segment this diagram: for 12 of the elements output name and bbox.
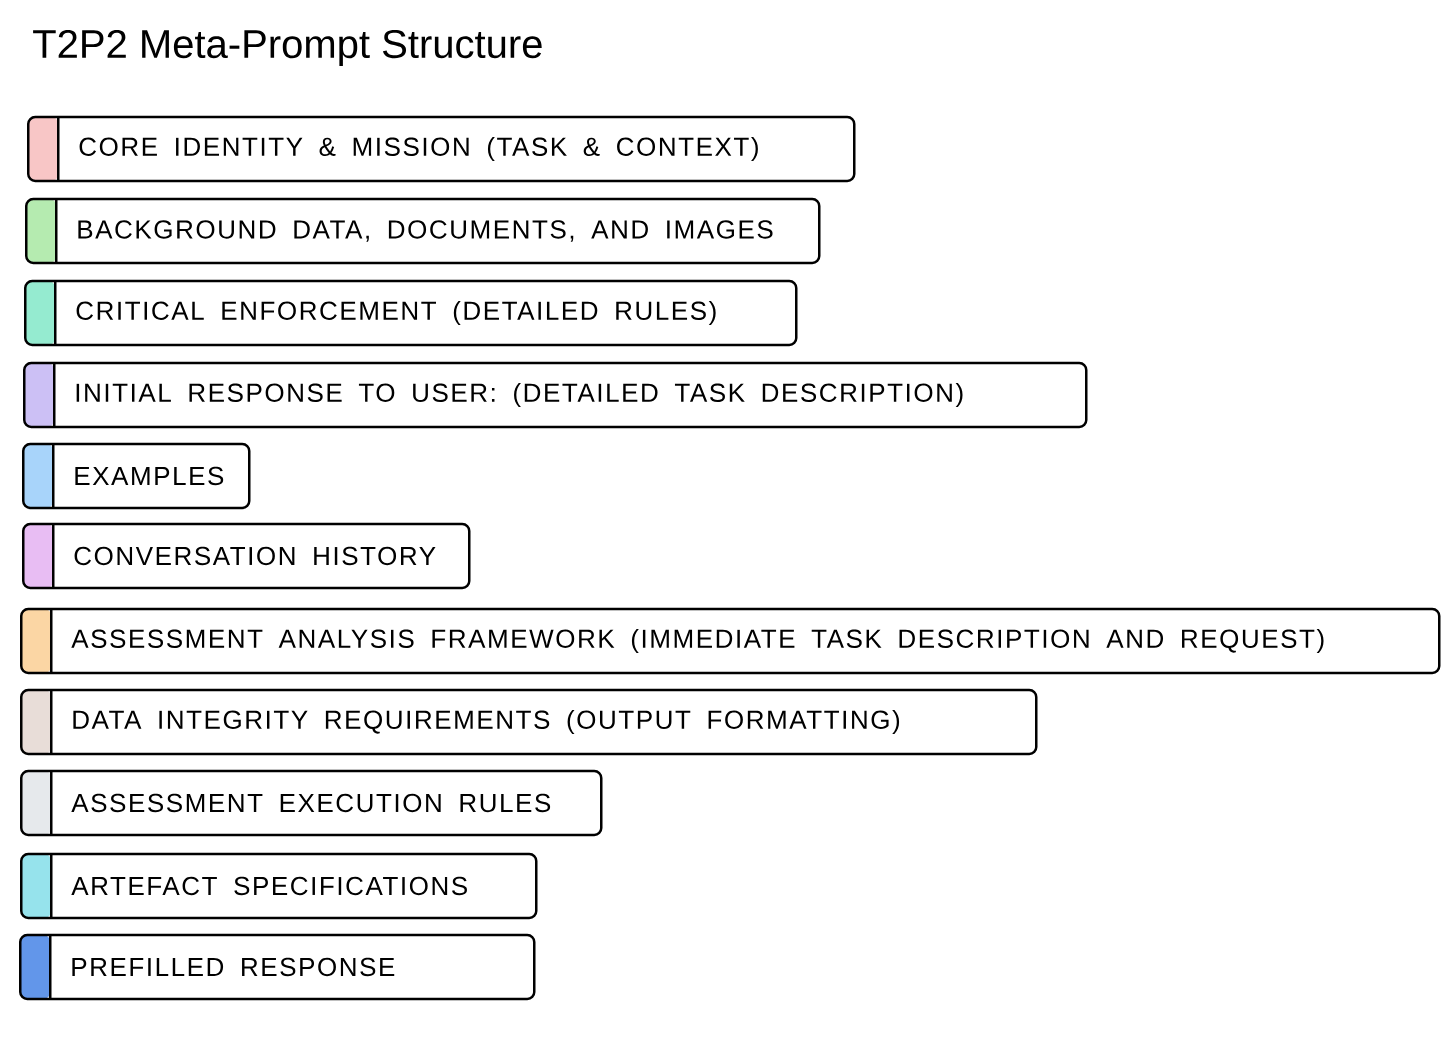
section-box: ASSESSMENT ANALYSIS FRAMEWORK (IMMEDIATE TASK DESCRIPTION AND REQUEST) (20, 607, 1441, 675)
title: T2P2 Meta-Prompt Structure (33, 29, 542, 67)
section-box: INITIAL RESPONSE TO USER: (DETAILED TASK DESCRIPTION) (23, 361, 1088, 429)
section-box: BACKGROUND DATA, DOCUMENTS, AND IMAGES (25, 197, 821, 265)
section-box: CRITICAL ENFORCEMENT (DETAILED RULES) (24, 279, 798, 347)
section-box: ARTEFACT SPECIFICATIONS (20, 852, 538, 920)
section-box: ASSESSMENT EXECUTION RULES (20, 769, 603, 837)
section-box: CONVERSATION HISTORY (22, 522, 471, 590)
section-box: PREFILLED RESPONSE (19, 933, 536, 1001)
section-box: EXAMPLES (22, 442, 251, 510)
section-box: DATA INTEGRITY REQUIREMENTS (OUTPUT FORMATTING) (20, 688, 1038, 756)
section-box: CORE IDENTITY & MISSION (TASK & CONTEXT) (27, 115, 856, 183)
